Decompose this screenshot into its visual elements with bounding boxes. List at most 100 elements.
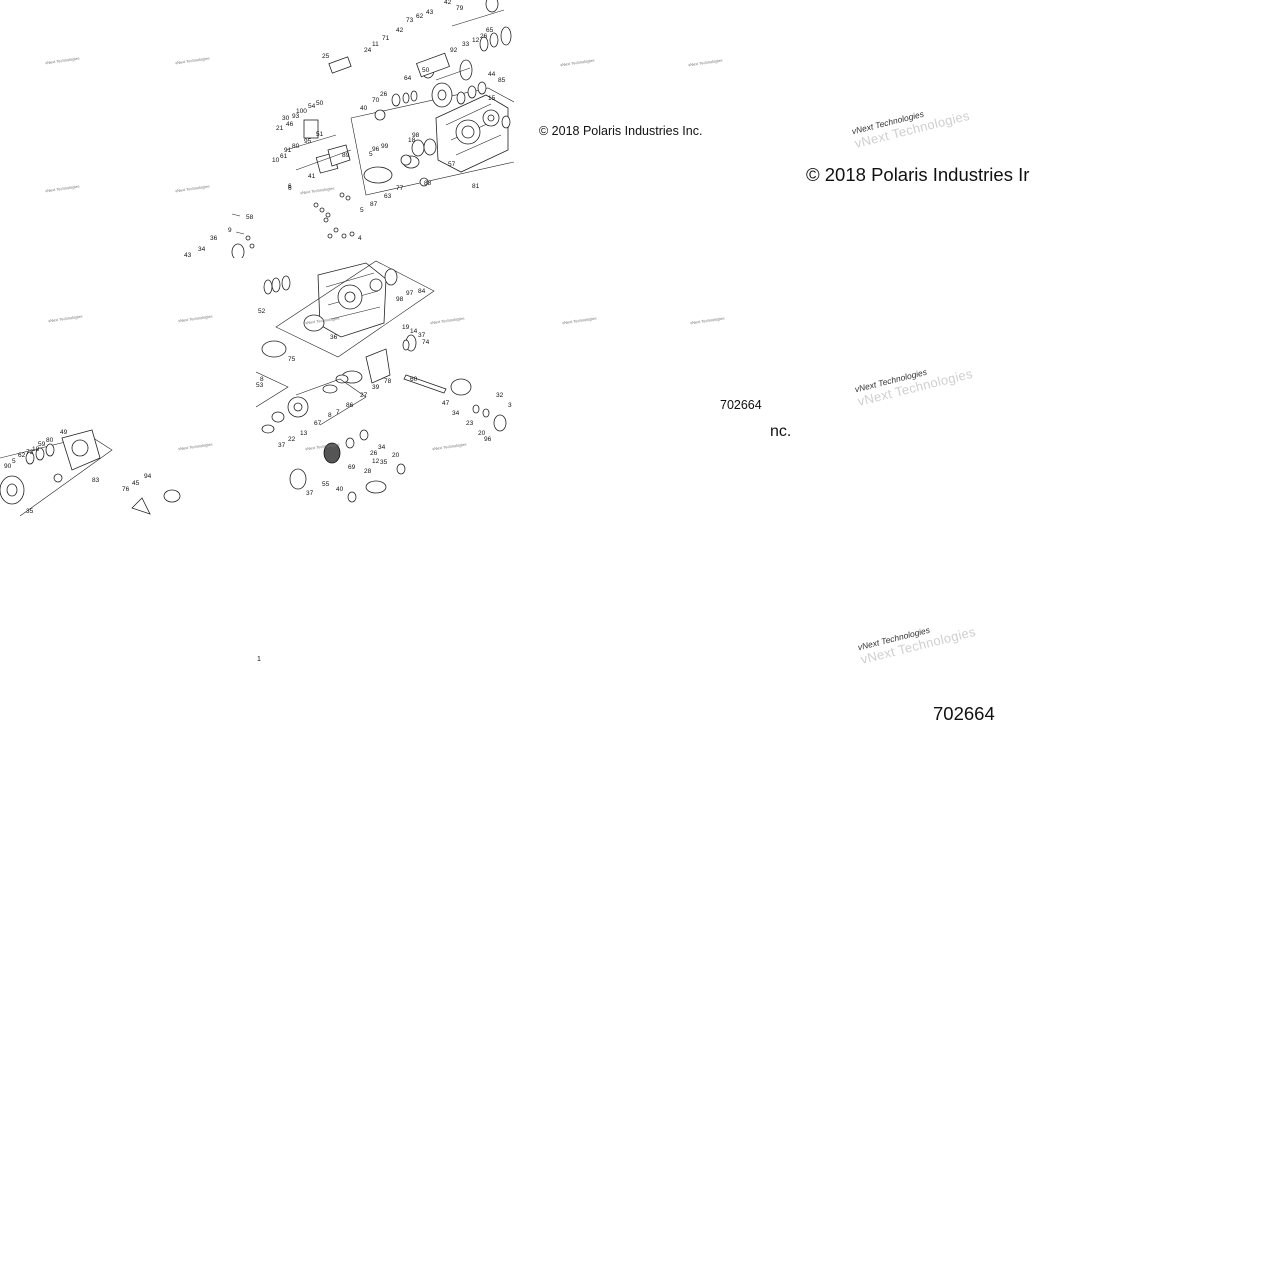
callout: 26 [380, 91, 388, 98]
callout: 43 [426, 9, 434, 16]
callout: 42 [444, 0, 452, 6]
callout: 26 [480, 33, 488, 40]
callout: 33 [462, 41, 470, 48]
callout: 87 [370, 201, 378, 208]
callout: 19 [402, 324, 410, 331]
callout: 21 [276, 125, 284, 132]
callout: 75 [288, 356, 296, 363]
callout: 20 [478, 430, 486, 437]
callout: 15 [488, 95, 496, 102]
callout: 69 [348, 464, 356, 471]
callout: 65 [486, 27, 494, 34]
diagram-tile-upper: 42 79 43 62 73 42 11 24 71 25 92 33 12 2… [256, 0, 514, 258]
callout: 44 [488, 71, 496, 78]
callout: 36 [210, 235, 218, 242]
callout: 57 [448, 161, 456, 168]
callout: 92 [450, 47, 458, 54]
callout: 18 [32, 446, 40, 453]
callout: 73 [406, 17, 414, 24]
left-lower-fragment: 49 80 59 18 73 62 5 90 83 94 45 76 35 [0, 429, 181, 516]
watermark: vNext Technologies vNext Technologies [857, 614, 977, 667]
transmission-upper-diagram: 42 79 43 62 73 42 11 24 71 25 92 33 12 2… [272, 0, 514, 242]
callout: 94 [144, 473, 152, 480]
diagram-tile-left-lower: 49 80 59 18 73 62 5 90 83 94 45 76 35 [0, 258, 256, 516]
callout: 27 [360, 392, 368, 399]
callout: 35 [380, 459, 388, 466]
callout: 34 [378, 444, 386, 451]
callout: 93 [292, 113, 300, 120]
callout: 53 [256, 382, 264, 389]
callout: 5 [360, 207, 364, 214]
callout: 41 [308, 173, 316, 180]
callout: 6 [288, 185, 292, 192]
callout: 77 [396, 185, 404, 192]
callout: 58 [246, 214, 254, 221]
callout: 80 [46, 437, 54, 444]
copyright-fragment: nc. [770, 423, 792, 440]
callout: 99 [381, 143, 389, 150]
callout: 59 [38, 441, 46, 448]
callout: 63 [384, 193, 392, 200]
callout: 47 [442, 400, 450, 407]
callout: 70 [372, 97, 380, 104]
differential-parts [0, 429, 181, 515]
gear-case-housing [435, 94, 509, 173]
callout: 52 [258, 308, 266, 315]
shift-fork-cluster [285, 56, 437, 187]
callout: 100 [296, 108, 307, 115]
callout: 64 [404, 75, 412, 82]
callout: 42 [396, 27, 404, 34]
callout: 54 [308, 103, 316, 110]
diagram-tile-left-upper: 58 9 36 34 43 [0, 0, 256, 258]
callout: 8 [328, 412, 332, 419]
callout: 35 [26, 508, 34, 515]
callout: 89 [342, 152, 350, 159]
watermark-tiny: vNext Technologies [687, 57, 723, 68]
callout: 71 [382, 35, 390, 42]
callout: 34 [452, 410, 460, 417]
callout: 32 [496, 392, 504, 399]
callout: 83 [92, 477, 100, 484]
callout: 90 [4, 463, 12, 470]
callout: 49 [60, 429, 68, 436]
callout: 88 [424, 180, 432, 187]
callout: 20 [392, 452, 400, 459]
callout: 81 [472, 183, 480, 190]
callout-labels-middle: 84 97 98 52 36 75 19 14 37 74 60 78 39 2… [256, 288, 512, 497]
bolt-group [313, 192, 355, 239]
callout: 61 [280, 153, 288, 160]
callout: 50 [316, 100, 324, 107]
callout: 13 [300, 430, 308, 437]
callout: 46 [286, 121, 294, 128]
copyright-text-large: © 2018 Polaris Industries Ir [806, 164, 1030, 185]
callout: 62 [416, 13, 424, 20]
callout: 50 [422, 67, 430, 74]
callout: 91 [284, 147, 292, 154]
callout: 23 [466, 420, 474, 427]
callout: 18 [408, 137, 416, 144]
watermark: vNext Technologies vNext Technologies [851, 98, 971, 151]
callout: 76 [122, 486, 130, 493]
callout: 6 [288, 183, 292, 190]
callout: 11 [372, 41, 379, 48]
callout: 40 [336, 486, 344, 493]
copyright-text: © 2018 Polaris Industries Inc. [539, 124, 703, 138]
callout: 28 [364, 468, 372, 475]
callout: 78 [384, 378, 392, 385]
gear-case-housing-middle [317, 262, 387, 338]
watermark-tiny: vNext Technologies [561, 315, 597, 326]
output-shaft [384, 268, 507, 432]
callout: 73 [26, 449, 34, 456]
callout: 5 [12, 458, 16, 465]
callout: 37 [418, 332, 426, 339]
callout: 79 [456, 5, 464, 12]
callout: 95 [304, 138, 312, 145]
callout: 5 [369, 151, 373, 158]
callout-labels-upper: 42 79 43 62 73 42 11 24 71 25 92 33 12 2… [272, 0, 506, 242]
callout-labels-left-upper: 58 9 36 34 43 [184, 214, 254, 258]
callout: 85 [498, 77, 506, 84]
callout: 40 [360, 105, 368, 112]
diagram-tile-middle: 84 97 98 52 36 75 19 14 37 74 60 78 39 2… [256, 257, 514, 515]
callout: 80 [292, 143, 300, 150]
callout: 4 [358, 235, 362, 242]
